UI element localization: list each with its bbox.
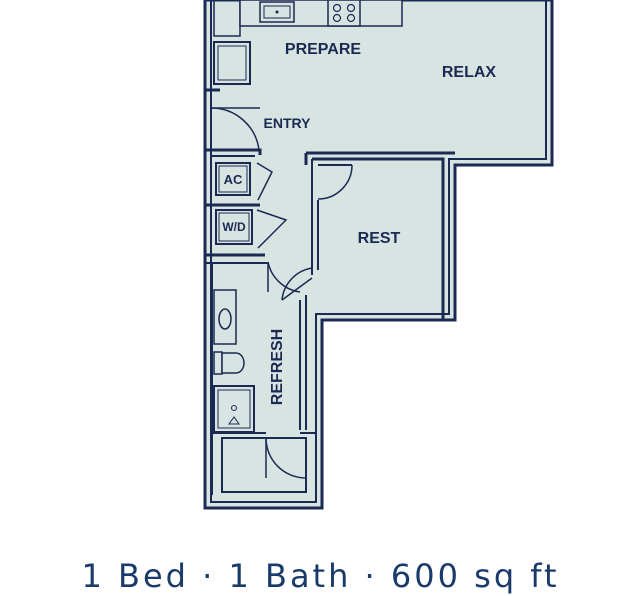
washer-dryer	[215, 209, 288, 249]
rest-room-walls	[304, 151, 455, 320]
relax-label: RELAX	[442, 64, 497, 81]
entry-label: ENTRY	[264, 115, 312, 131]
prepare-label: PREPARE	[285, 41, 361, 58]
stove	[327, 0, 361, 27]
unit-caption: 1 Bed · 1 Bath · 600 sq ft	[81, 557, 560, 595]
ac-label: AC	[224, 172, 243, 187]
refresh-label: REFRESH	[269, 329, 286, 405]
kitchen-counter	[213, 0, 403, 85]
bottom-closet	[221, 437, 307, 493]
kitchen-sink	[259, 1, 295, 23]
closet-walls	[205, 148, 268, 264]
rest-label: REST	[358, 230, 401, 247]
ac-unit	[215, 162, 273, 201]
shower	[213, 385, 255, 433]
wd-label: W/D	[222, 220, 246, 234]
bathroom-walls	[211, 263, 316, 495]
vanity-sink	[213, 289, 237, 345]
toilet	[213, 351, 245, 375]
rest-door	[317, 164, 353, 200]
floor-area	[203, 0, 554, 510]
bathroom-door	[267, 261, 313, 301]
floor-plan: AC W/D	[203, 0, 554, 510]
